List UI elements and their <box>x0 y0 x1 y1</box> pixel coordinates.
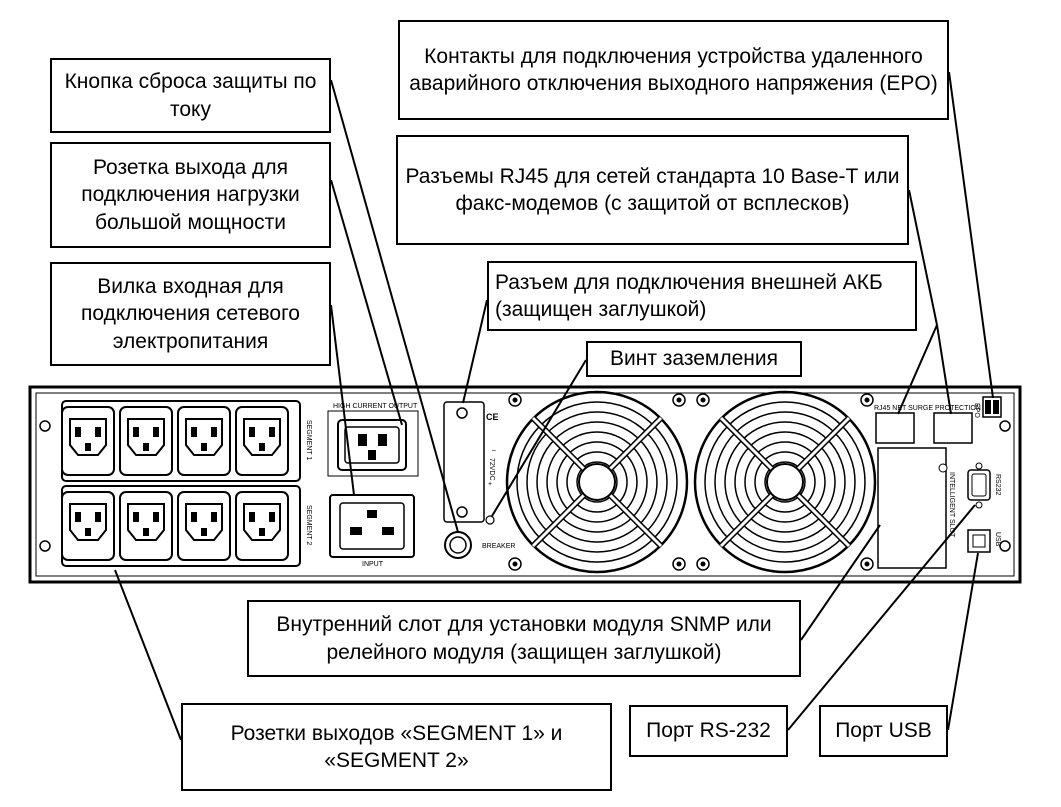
callout-snmp-slot: Внутренний слот для установки модуля SNM… <box>247 600 801 677</box>
outlet <box>61 406 115 476</box>
rs232-port: RS232 <box>967 462 1001 509</box>
callout-reset-button: Кнопка сброса защиты по току <box>50 58 331 133</box>
high-current-output-label: HIGH CURRENT OUTPUT <box>333 403 418 410</box>
input-plug: INPUT <box>329 494 415 568</box>
corner-screws <box>39 420 1011 552</box>
epo-label: EPO <box>973 403 980 418</box>
callout-segments: Розетки выходов «SEGMENT 1» и «SEGMENT 2… <box>181 703 612 791</box>
intelligent-slot: INTELLIGENT SLOT <box>877 447 955 569</box>
outlet <box>177 406 231 476</box>
outlet <box>235 491 289 561</box>
plus-label: + <box>488 481 492 488</box>
callout-external-battery: Разъем для подключения внешней АКБ (защи… <box>487 261 917 331</box>
breaker-label: BREAKER <box>482 543 515 550</box>
callout-usb: Порт USB <box>819 705 948 757</box>
intelligent-slot-label: INTELLIGENT SLOT <box>948 472 955 538</box>
minus-label: – <box>492 447 496 454</box>
segment1-label: SEGMENT 1 <box>305 420 312 460</box>
segment-outlet-block: SEGMENT 1 SEGMENT 2 <box>61 400 312 567</box>
fan-right <box>693 390 877 574</box>
outlet <box>119 491 173 561</box>
ground-screw: BREAKER <box>482 515 515 550</box>
outlet <box>61 491 115 561</box>
callout-rs232: Порт RS-232 <box>629 705 788 757</box>
segment-2-outlets <box>61 491 289 561</box>
epo-connector: EPO <box>973 396 1002 418</box>
breaker-button <box>444 531 472 559</box>
rs232-label: RS232 <box>994 474 1001 496</box>
dc-label: 72VDC <box>488 458 495 481</box>
callout-high-current-outlet: Розетка выхода для подключения нагрузки … <box>50 142 331 248</box>
outlet <box>177 491 231 561</box>
usb-label: USB <box>994 532 1001 547</box>
rj45-ports: RJ45 NET SURGE PROTECTION <box>874 405 981 444</box>
rj45-label: RJ45 NET SURGE PROTECTION <box>874 405 981 412</box>
input-label: INPUT <box>362 561 384 568</box>
callout-ground-screw: Винт заземления <box>586 341 802 377</box>
outlet <box>235 406 289 476</box>
callout-epo: Контакты для подключения устройства удал… <box>398 20 949 120</box>
ce-mark: CE <box>486 412 499 422</box>
outlet <box>119 406 173 476</box>
callout-rj45: Разъемы RJ45 для сетей стандарта 10 Base… <box>396 135 909 245</box>
callout-input-plug: Вилка входная для подключения сетевого э… <box>50 262 331 366</box>
segment-1-outlets <box>61 406 289 476</box>
segment2-label: SEGMENT 2 <box>305 505 312 545</box>
